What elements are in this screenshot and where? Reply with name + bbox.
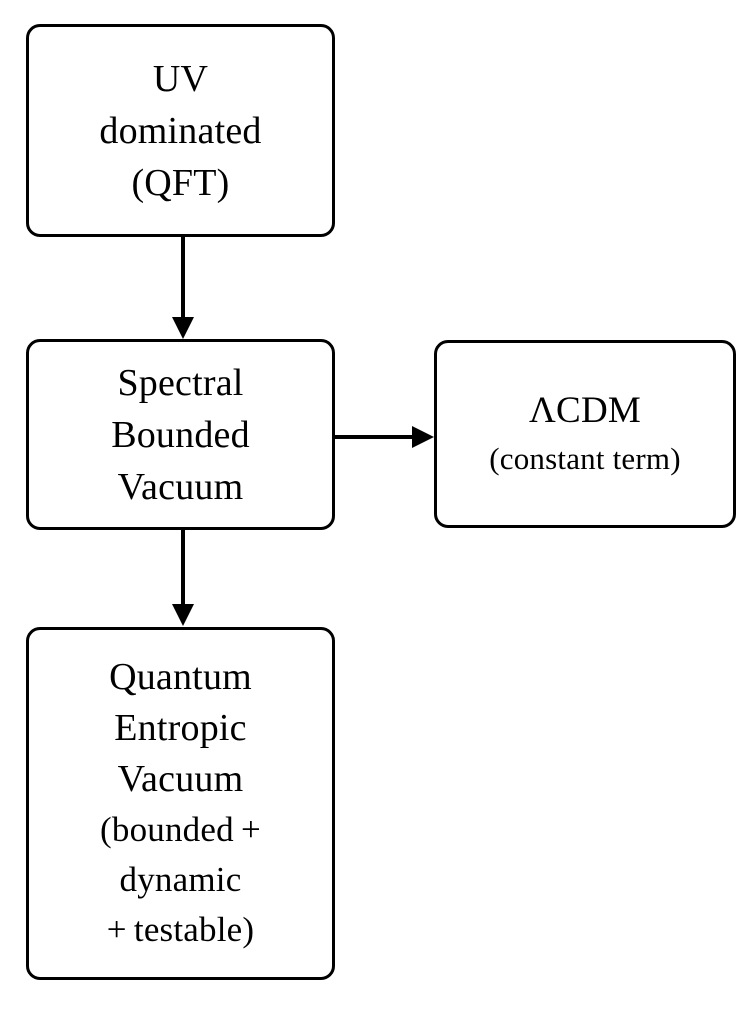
node-uv-dominated-line-2: dominated: [99, 109, 262, 152]
node-quantum-entropic-vacuum-line-2: Entropic: [114, 707, 247, 749]
arrow-shaft-vertical: [181, 237, 185, 321]
node-quantum-entropic-vacuum[interactable]: Quantum Entropic Vacuum (bounded + dynam…: [26, 627, 335, 980]
node-lambda-cdm-line-1: ΛCDM: [529, 390, 641, 431]
arrowhead-down-icon: [172, 317, 194, 339]
node-quantum-entropic-vacuum-line-5: dynamic: [119, 860, 242, 899]
node-quantum-entropic-vacuum-line-4: (bounded +: [100, 810, 261, 849]
node-uv-dominated-line-3: (QFT): [131, 161, 230, 204]
arrow-shaft-horizontal: [335, 435, 415, 439]
node-spectral-bounded-vacuum-line-2: Bounded: [111, 413, 250, 456]
node-quantum-entropic-vacuum-line-1: Quantum: [109, 656, 252, 698]
arrowhead-right-icon: [412, 426, 434, 448]
arrow-shaft-vertical: [181, 530, 185, 608]
node-spectral-bounded-vacuum-line-3: Vacuum: [117, 465, 244, 508]
arrowhead-down-icon: [172, 604, 194, 626]
node-spectral-bounded-vacuum[interactable]: Spectral Bounded Vacuum: [26, 339, 335, 530]
node-quantum-entropic-vacuum-line-3: Vacuum: [117, 758, 244, 800]
node-uv-dominated-line-1: UV: [152, 57, 209, 100]
node-uv-dominated[interactable]: UV dominated (QFT): [26, 24, 335, 237]
node-lambda-cdm-line-2: (constant term): [489, 441, 681, 476]
node-lambda-cdm[interactable]: ΛCDM (constant term): [434, 340, 736, 528]
node-quantum-entropic-vacuum-line-6: + testable): [106, 910, 255, 949]
node-spectral-bounded-vacuum-line-1: Spectral: [117, 361, 244, 404]
